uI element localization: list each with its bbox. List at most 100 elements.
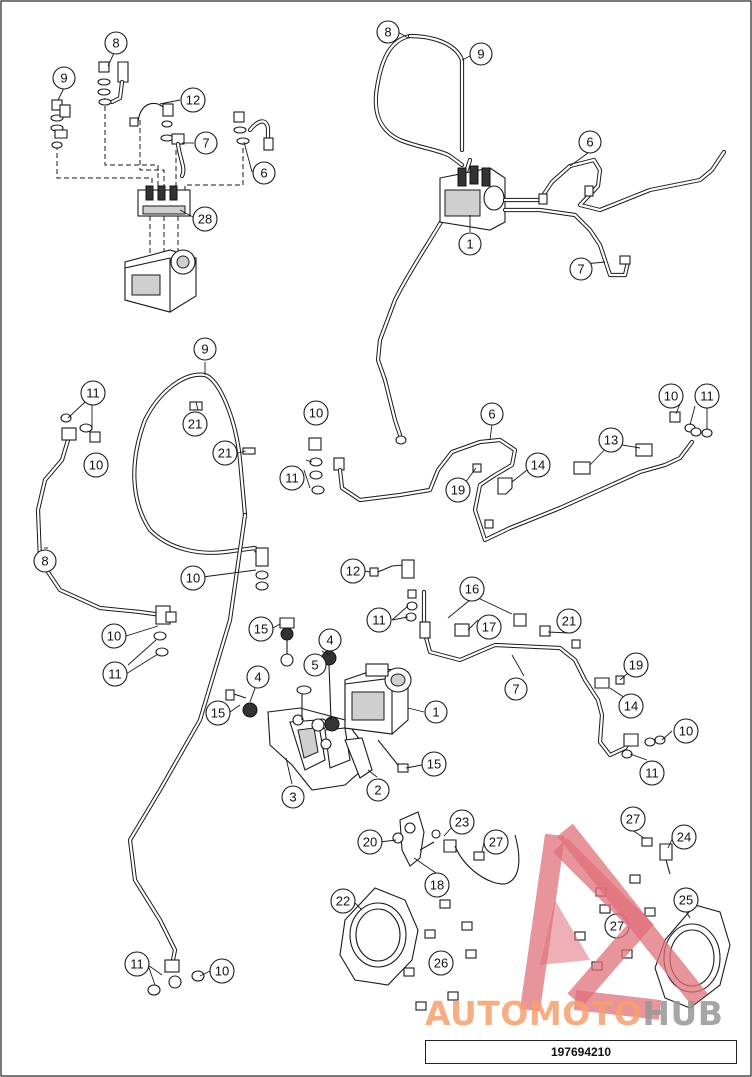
- svg-text:3: 3: [289, 790, 296, 805]
- abs-unit-installed: [439, 165, 506, 231]
- callout-27: 27: [620, 806, 646, 832]
- callout-24: 24: [671, 824, 697, 850]
- callout-9: 9: [52, 66, 76, 90]
- callout-22: 22: [330, 888, 356, 914]
- callout-12: 12: [180, 87, 206, 113]
- svg-text:24: 24: [677, 830, 691, 845]
- callout-8: 8: [33, 549, 57, 573]
- svg-text:23: 23: [455, 815, 469, 830]
- svg-text:19: 19: [629, 658, 643, 673]
- callout-6: 6: [480, 402, 504, 426]
- svg-text:15: 15: [211, 706, 225, 721]
- callout-19: 19: [445, 477, 471, 503]
- svg-text:7: 7: [577, 262, 584, 277]
- callout-20: 20: [357, 829, 383, 855]
- callout-25: 25: [673, 887, 699, 913]
- watermark-word-moto: MOTO: [528, 994, 643, 1033]
- svg-text:25: 25: [679, 893, 693, 908]
- callout-1: 1: [424, 700, 448, 724]
- svg-text:20: 20: [363, 835, 377, 850]
- svg-text:11: 11: [700, 389, 714, 404]
- svg-text:16: 16: [465, 582, 479, 597]
- callout-10: 10: [101, 623, 127, 649]
- svg-text:11: 11: [645, 766, 659, 781]
- automotohub-watermark-text: AUTOMOTOHUB: [425, 994, 752, 1034]
- svg-text:11: 11: [108, 667, 122, 682]
- callout-11: 11: [279, 465, 305, 491]
- callout-15: 15: [248, 616, 274, 642]
- svg-text:22: 22: [336, 894, 350, 909]
- callout-6: 6: [252, 161, 276, 185]
- svg-text:7: 7: [202, 136, 209, 151]
- svg-text:8: 8: [112, 36, 119, 51]
- callout-26: 26: [428, 950, 454, 976]
- callout-5: 5: [303, 653, 327, 677]
- svg-text:11: 11: [372, 613, 386, 628]
- svg-text:14: 14: [531, 458, 545, 473]
- svg-text:26: 26: [434, 956, 448, 971]
- hose-fittings-top: [50, 61, 274, 179]
- callout-1: 1: [458, 232, 482, 256]
- svg-text:4: 4: [326, 633, 333, 648]
- front-brake-line-group: [308, 411, 713, 543]
- callout-10: 10: [180, 565, 206, 591]
- callout-11: 11: [639, 760, 665, 786]
- svg-text:7: 7: [512, 682, 519, 697]
- callout-11: 11: [694, 383, 720, 409]
- callout-15: 15: [421, 751, 447, 777]
- svg-text:12: 12: [346, 564, 360, 579]
- svg-text:10: 10: [664, 389, 678, 404]
- callout-11: 11: [102, 661, 128, 687]
- callout-10: 10: [209, 958, 235, 984]
- wheel-speed-sensor-group: [392, 811, 673, 1011]
- callout-28: 28: [192, 206, 218, 232]
- callout-7: 7: [569, 257, 593, 281]
- svg-text:14: 14: [624, 699, 638, 714]
- callout-7: 7: [504, 677, 528, 701]
- svg-text:1: 1: [432, 705, 439, 720]
- svg-text:13: 13: [604, 433, 618, 448]
- svg-text:10: 10: [215, 964, 229, 979]
- svg-text:28: 28: [198, 212, 212, 227]
- callout-12: 12: [340, 558, 366, 584]
- svg-text:21: 21: [218, 446, 232, 461]
- svg-text:10: 10: [679, 724, 693, 739]
- svg-text:27: 27: [626, 812, 640, 827]
- svg-text:6: 6: [260, 166, 267, 181]
- svg-text:10: 10: [186, 571, 200, 586]
- callout-10: 10: [303, 400, 329, 426]
- svg-text:12: 12: [186, 93, 200, 108]
- svg-text:27: 27: [489, 835, 503, 850]
- callout-21: 21: [556, 608, 582, 634]
- svg-text:1: 1: [466, 237, 473, 252]
- svg-text:21: 21: [562, 614, 576, 629]
- svg-text:8: 8: [384, 25, 391, 40]
- callout-4: 4: [246, 665, 270, 689]
- svg-text:18: 18: [430, 878, 444, 893]
- front-abs-tone-ring: [339, 887, 419, 986]
- callout-8: 8: [104, 31, 128, 55]
- callout-23: 23: [449, 809, 475, 835]
- abs-bracket-group: [225, 617, 412, 791]
- installed-brake-lines-group: [373, 33, 727, 445]
- svg-text:11: 11: [130, 957, 144, 972]
- callout-21: 21: [212, 440, 238, 466]
- callout-14: 14: [618, 693, 644, 719]
- svg-text:21: 21: [188, 417, 202, 432]
- callout-13: 13: [598, 427, 624, 453]
- callout-14: 14: [525, 452, 551, 478]
- svg-text:8: 8: [41, 554, 48, 569]
- svg-text:10: 10: [107, 629, 121, 644]
- svg-text:9: 9: [60, 71, 67, 86]
- watermark-word-auto: AUTO: [425, 994, 529, 1033]
- callout-8: 8: [376, 20, 400, 44]
- svg-text:6: 6: [488, 407, 495, 422]
- svg-text:11: 11: [285, 471, 299, 486]
- callout-9: 9: [193, 337, 217, 361]
- callout-21: 21: [182, 411, 208, 437]
- callout-27: 27: [604, 913, 630, 939]
- svg-text:6: 6: [586, 135, 593, 150]
- callout-10: 10: [658, 383, 684, 409]
